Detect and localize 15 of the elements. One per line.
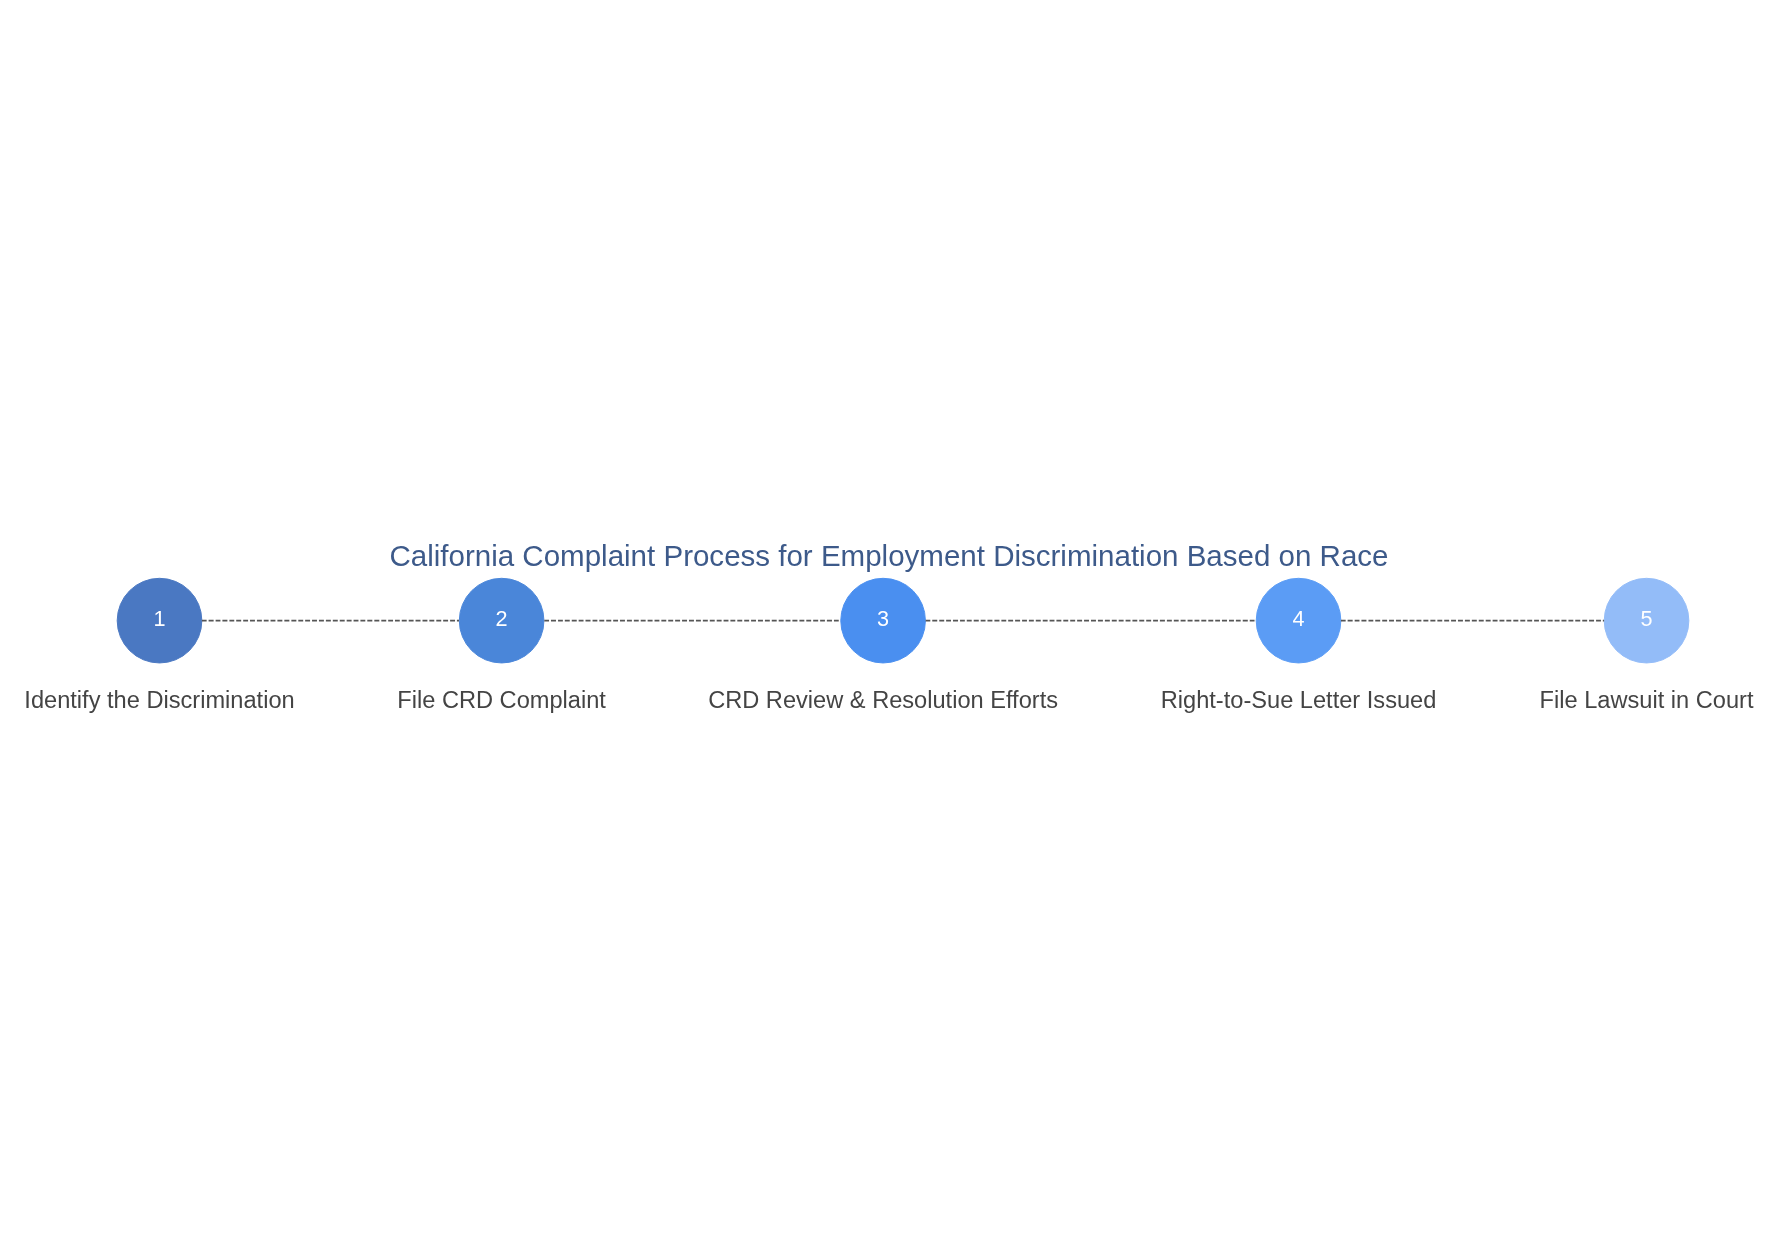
node-circle: 4 [1255, 577, 1342, 663]
node-label: CRD Review & Resolution Efforts [708, 686, 1059, 713]
node-circle: 1 [116, 577, 203, 663]
node-circle: 3 [840, 577, 926, 663]
connector [200, 619, 460, 622]
node-circle: 5 [1603, 577, 1690, 663]
node-circle: 2 [458, 577, 545, 663]
connector [1339, 619, 1606, 622]
node-label: Identify the Discrimination [24, 686, 295, 713]
node-label: File Lawsuit in Court [1539, 686, 1754, 713]
diagram-title: California Complaint Process for Employment Discrimination Based on Race [389, 538, 1389, 571]
node-label: File CRD Complaint [397, 686, 606, 713]
connector [543, 619, 842, 622]
node-label: Right-to-Sue Letter Issued [1160, 686, 1437, 713]
connector [924, 619, 1257, 622]
